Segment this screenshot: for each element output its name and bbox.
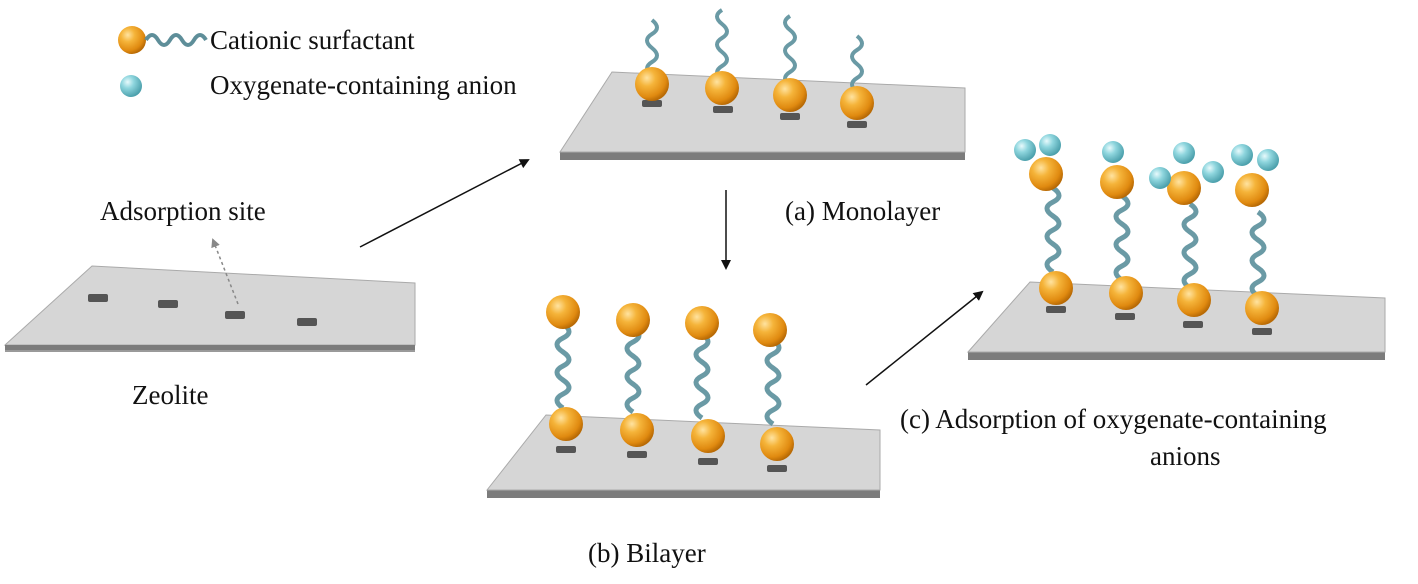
legend-anion-label: Oxygenate-containing anion: [210, 70, 517, 100]
adsorption-site: [88, 294, 108, 302]
adsorption-site: [158, 300, 178, 308]
monolayer-surfactants: [635, 8, 874, 120]
adsorption-plate: [966, 281, 1386, 360]
adsorption-label-line2: anions: [1150, 441, 1221, 471]
bilayer-surfactants: [546, 295, 794, 461]
legend-cation-label: Cationic surfactant: [210, 25, 415, 55]
bilayer-label: (b) Bilayer: [588, 538, 706, 568]
monolayer-label: (a) Monolayer: [785, 196, 940, 226]
cyan-sphere-icon: [120, 75, 142, 97]
zeolite-label: Zeolite: [132, 380, 208, 410]
orange-sphere-icon: [118, 26, 146, 54]
wavy-tail-icon: [144, 33, 208, 47]
arrow-to-monolayer-icon: [359, 159, 530, 248]
legend: Cationic surfactant Oxygenate-containing…: [118, 25, 517, 100]
adsorption-site: [225, 311, 245, 319]
adsorption-site-label: Adsorption site: [100, 196, 266, 226]
monolayer-plate: [559, 71, 966, 160]
adsorption-site: [297, 318, 317, 326]
adsorption-surfactants: [1029, 157, 1279, 325]
bilayer-plate: [485, 414, 881, 498]
arrow-to-adsorption-icon: [865, 290, 984, 386]
adsorbed-anions: [1014, 134, 1279, 189]
zeolite-plate: [3, 265, 416, 352]
adsorption-label-line1: (c) Adsorption of oxygenate-containing: [900, 404, 1327, 434]
